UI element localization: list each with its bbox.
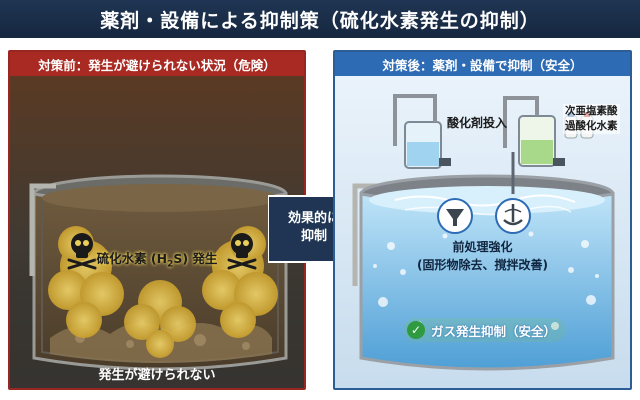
after-panel-header: 対策後：薬剤・設備で抑制（安全） [335,52,630,76]
stirrer-icon [495,198,531,234]
skull-icon [67,233,97,270]
funnel-icon [437,198,473,234]
h2s-generation-label: 硫化水素 (H2S) 発生 [96,251,218,270]
before-panel-header: 対策前：発生が避けられない状況（危険） [10,52,304,76]
after-panel: 対策後：薬剤・設備で抑制（安全） [333,50,632,390]
chemical-names: 次亜塩素酸 過酸化水素 [563,104,620,134]
arrow-label: 効果的に 抑制 [287,211,340,244]
before-tank-scene [10,76,304,388]
gas-suppressed-label: ガス発生抑制（安全） [431,323,557,339]
oxidant-input-label: 酸化剤投入 [447,116,508,130]
inlet-pipe [29,183,56,276]
unavoidable-label: 発生が避けられない [98,368,216,383]
gas-cloud-center [124,280,196,358]
pretreatment-label: 前処理強化 (固形物除去、撹拌改善) [417,240,548,272]
check-icon: ✓ [407,321,425,339]
gas-suppressed-badge: ✓ ガス発生抑制（安全） [403,318,567,342]
oxidant-dosing-tank [404,121,451,169]
before-panel: 対策前：発生が避けられない状況（危険） [8,50,306,390]
skull-icon [227,233,257,270]
page-title: 薬剤・設備による抑制策（硫化水素発生の抑制） [0,0,640,38]
